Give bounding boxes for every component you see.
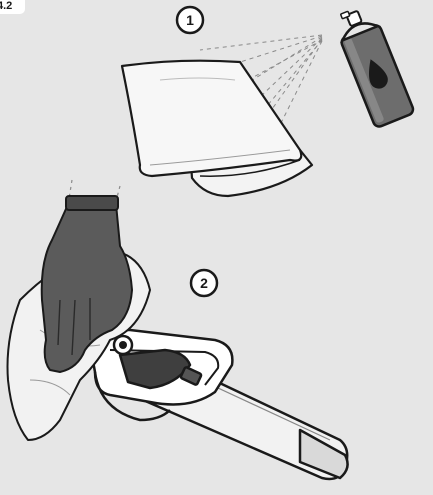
step-2-badge: 2 (191, 270, 217, 296)
step-2-number: 2 (200, 275, 208, 291)
step-1-number: 1 (186, 12, 194, 28)
crimping-tool (90, 330, 348, 479)
step-1-badge: 1 (177, 7, 203, 33)
spray-can-icon (331, 2, 415, 128)
cleaning-cloth (122, 61, 312, 196)
